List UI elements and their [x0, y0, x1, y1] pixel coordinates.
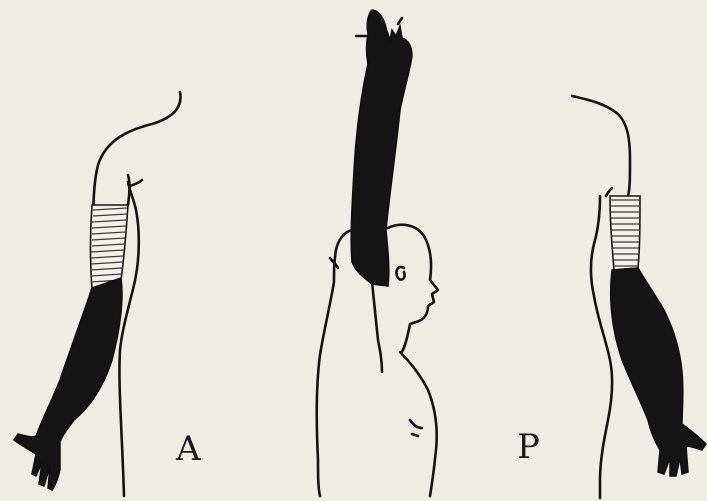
label-anterior: A — [176, 432, 201, 466]
center-head-outline — [388, 225, 438, 352]
center-ear-outline — [396, 267, 404, 280]
center-inner-arm-line — [372, 282, 382, 372]
center-left-body-outline — [317, 230, 352, 496]
left-armpit-mark — [130, 180, 142, 186]
center-raised-arm-shaded — [351, 10, 412, 286]
right-torso-outline — [591, 196, 612, 498]
right-upper-arm-hatched — [610, 196, 640, 270]
center-back-outline — [400, 352, 437, 496]
center-figure — [317, 10, 438, 496]
right-shoulder-outline — [572, 96, 630, 196]
left-figure — [14, 92, 180, 496]
left-inner-arm-line — [128, 175, 130, 205]
left-upper-arm-hatched — [91, 205, 129, 290]
center-waist-marks — [410, 420, 422, 436]
right-forearm-shaded — [611, 268, 706, 476]
right-armpit-mark — [606, 188, 612, 196]
left-forearm-shaded — [14, 278, 122, 490]
right-figure — [572, 96, 706, 498]
label-posterior: P — [517, 430, 540, 464]
